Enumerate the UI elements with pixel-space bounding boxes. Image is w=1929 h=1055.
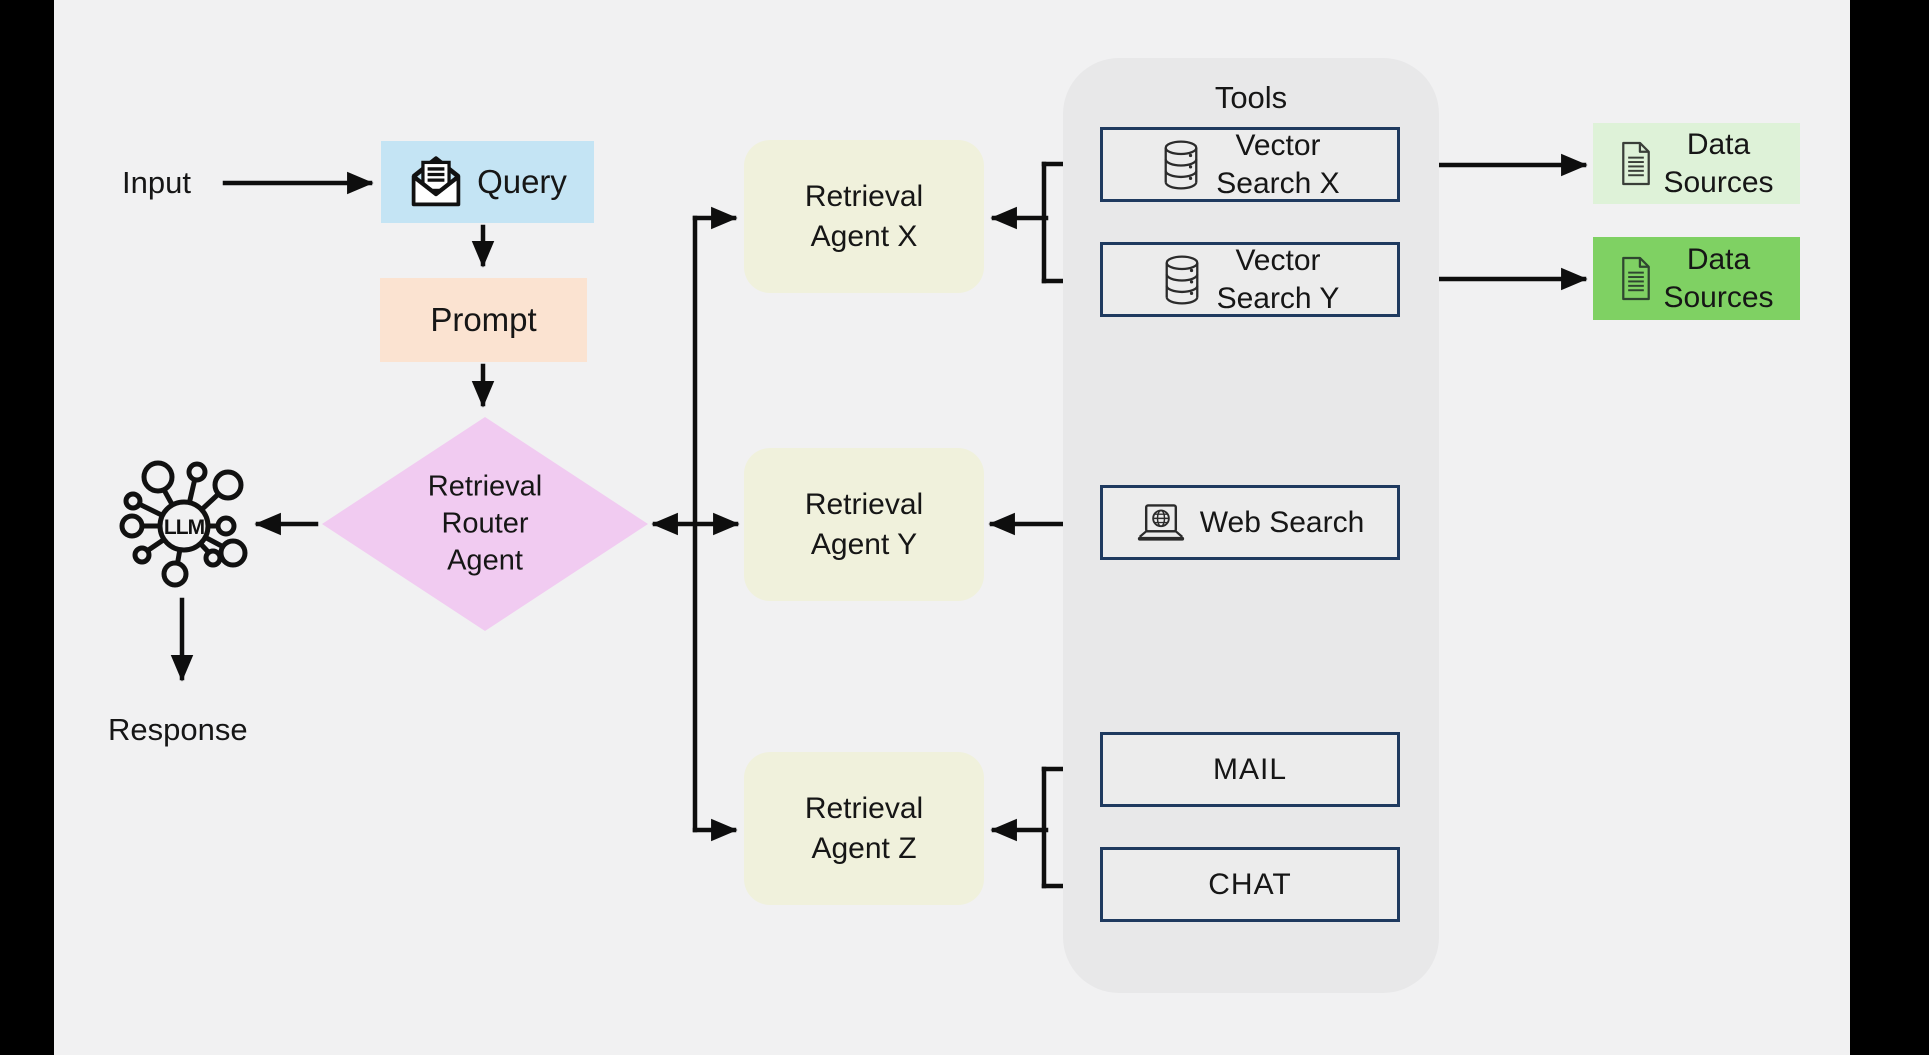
retrieval-agent-x-label: Retrieval Agent X <box>804 179 924 253</box>
retrieval-router-agent-label: Retrieval Router Agent <box>427 470 543 577</box>
right-frame-bar <box>1850 0 1929 1055</box>
tools-panel-title: Tools <box>1214 80 1288 115</box>
vector-search-y-label: Vector Search Y <box>1216 243 1340 315</box>
laptop-globe-icon <box>1137 503 1184 541</box>
retrieval-agent-y-node: Retrieval Agent Y <box>744 448 984 601</box>
data-sources-node-2: Data Sources <box>1593 237 1800 320</box>
llm-label: LLM <box>164 516 205 539</box>
chat-label: CHAT <box>1208 867 1292 901</box>
retrieval-agent-z-node: Retrieval Agent Z <box>744 752 984 905</box>
vector-search-x-node: Vector Search X <box>1100 127 1400 202</box>
retrieval-agent-y-label: Retrieval Agent Y <box>804 487 924 561</box>
mail-label: MAIL <box>1212 752 1288 786</box>
open-envelope-icon <box>411 156 461 207</box>
data-sources-node-1: Data Sources <box>1593 123 1800 204</box>
prompt-node: Prompt <box>380 278 587 362</box>
chat-node: CHAT <box>1100 847 1400 922</box>
mail-node: MAIL <box>1100 732 1400 807</box>
web-search-label: Web Search <box>1199 505 1365 539</box>
prompt-label: Prompt <box>430 301 537 338</box>
data-sources-1-label: Data Sources <box>1663 127 1774 199</box>
query-label: Query <box>477 163 567 200</box>
left-frame-bar <box>0 0 54 1055</box>
vector-search-x-label: Vector Search X <box>1216 128 1340 200</box>
retrieval-router-agent-node: Retrieval Router Agent <box>322 417 648 631</box>
web-search-node: Web Search <box>1100 485 1400 560</box>
llm-network-icon: LLM <box>119 460 248 588</box>
retrieval-agent-z-label: Retrieval Agent Z <box>804 791 924 865</box>
retrieval-agent-x-node: Retrieval Agent X <box>744 140 984 293</box>
database-icon <box>1164 139 1198 189</box>
document-icon <box>1622 256 1651 301</box>
vector-search-y-node: Vector Search Y <box>1100 242 1400 317</box>
input-label: Input <box>122 165 191 200</box>
query-node: Query <box>381 141 594 223</box>
document-icon <box>1622 141 1651 186</box>
data-sources-2-label: Data Sources <box>1663 242 1774 314</box>
database-icon <box>1165 254 1198 304</box>
response-label: Response <box>108 712 248 747</box>
